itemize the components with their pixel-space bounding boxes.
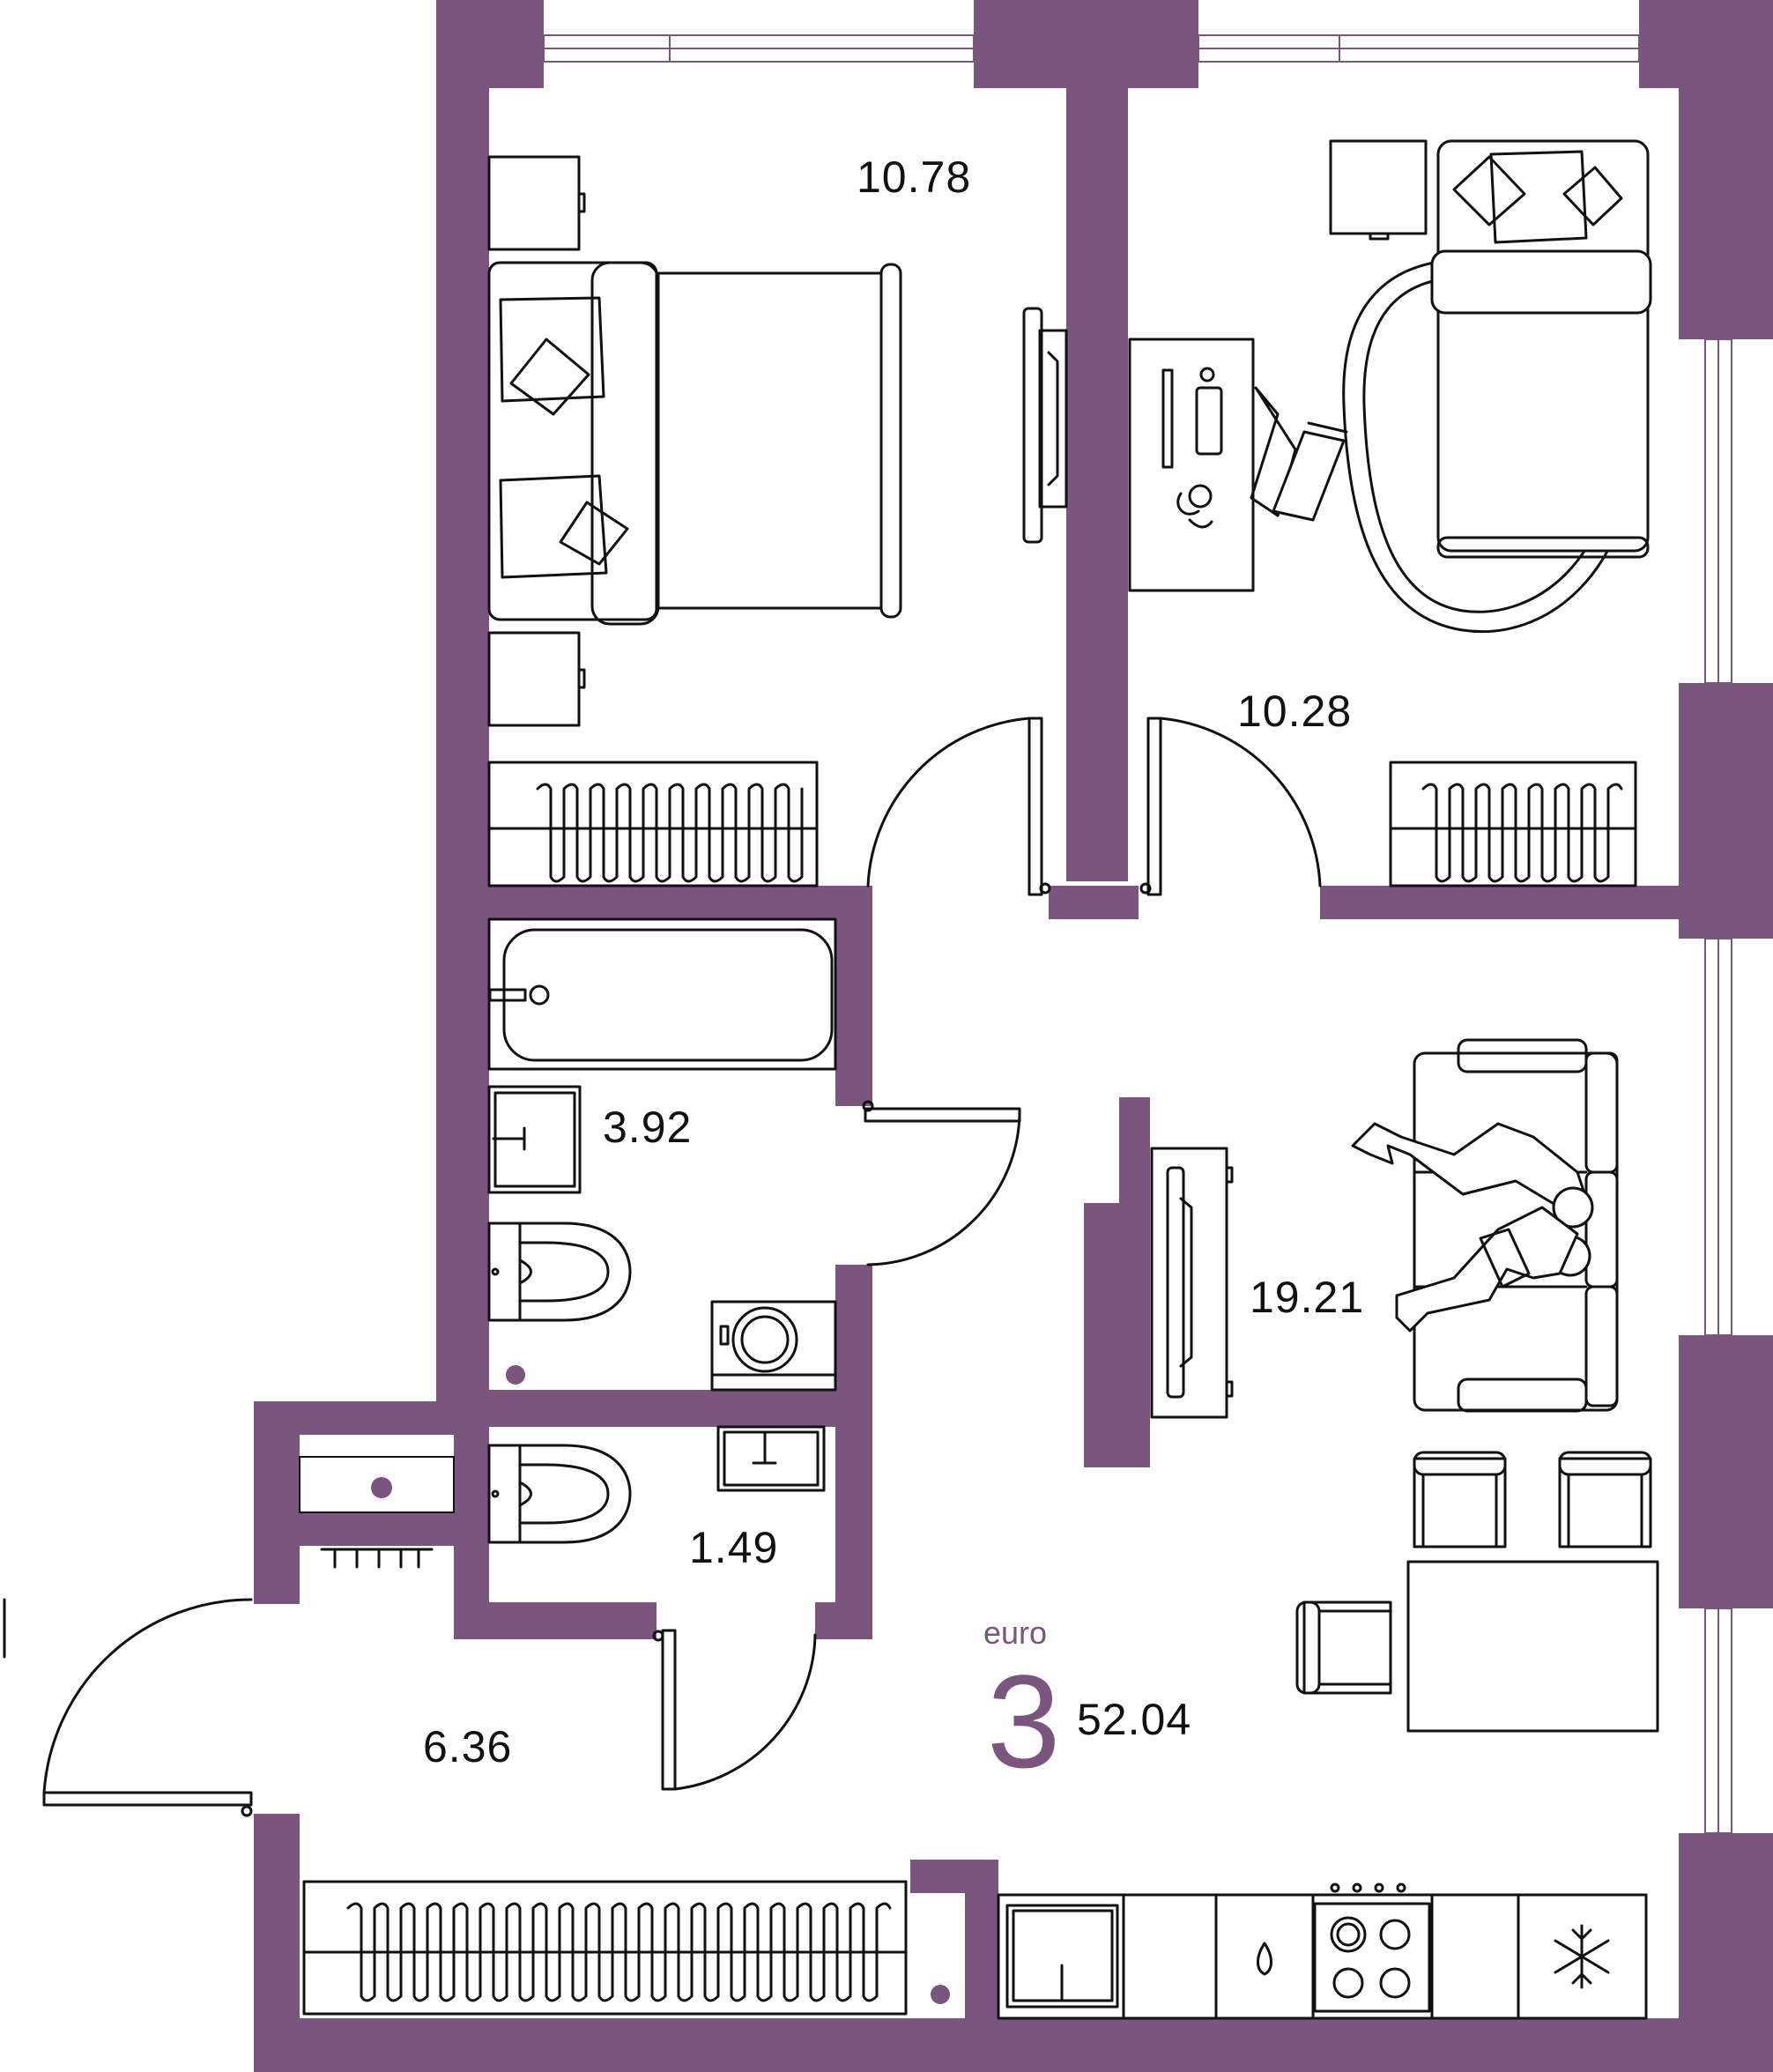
water-drop-icon [1257,1942,1272,1976]
windows [543,34,1732,1834]
riser-dot [931,1985,950,2004]
double-bed-icon [487,261,902,626]
radiator-icon [302,1880,908,2016]
room-area-bedroom-2: 10.28 [1237,687,1353,736]
washing-machine-icon [710,1300,837,1392]
room-area-bedroom-1: 10.78 [857,152,972,202]
window-icon [1704,1608,1732,1834]
apartment-type: euro [983,1615,1048,1651]
room-area-toilet: 1.49 [689,1523,779,1572]
chair-icon [1295,1600,1392,1695]
door-icon [1139,717,1322,896]
office-chair-icon [1250,386,1348,522]
toilet-door-icon [652,1629,817,1791]
kitchen-sink-icon [1005,1904,1119,2009]
riser-dot [506,1365,525,1385]
grill-icon [320,1548,434,1569]
room-area-bathroom: 3.92 [603,1103,693,1152]
door-icon [866,717,1051,896]
entrance-door-icon [3,1598,253,1817]
dining-table-icon [1406,1560,1659,1733]
rooms-count: 3 [987,1647,1061,1795]
riser-dot [371,1477,392,1498]
room-area-hallway: 6.36 [423,1722,513,1771]
toilet-icon [487,1222,632,1322]
chair-icon [1558,1451,1652,1548]
walls [254,0,1773,2072]
tv-icon [1150,1147,1234,1419]
tv-icon [1022,307,1068,544]
desk-icon [1128,338,1255,592]
people-icon [1351,1122,1594,1333]
single-bed-icon [1430,139,1652,559]
total-area: 52.04 [1077,1695,1192,1744]
bathtub-icon [487,917,837,1071]
sink-icon [487,1085,582,1194]
window-icon [1704,338,1732,684]
fridge-snowflake-icon [1554,1924,1610,1989]
kitchen-counter [997,1893,1648,2020]
sink-icon [716,1425,826,1492]
toilet-icon [487,1444,632,1544]
chair-icon [1413,1451,1507,1548]
nightstand-icon [1329,139,1428,241]
radiator-icon [1389,761,1637,887]
window-icon [543,34,975,63]
bathroom-door-icon [862,1100,1021,1266]
nightstand-icon [487,631,586,727]
radiator-icon [487,761,819,887]
stove-icon [1313,1883,1431,2013]
room-area-living-room: 19.21 [1250,1273,1365,1322]
window-icon [1704,938,1732,1336]
window-icon [1198,34,1640,63]
nightstand-icon [487,155,586,251]
